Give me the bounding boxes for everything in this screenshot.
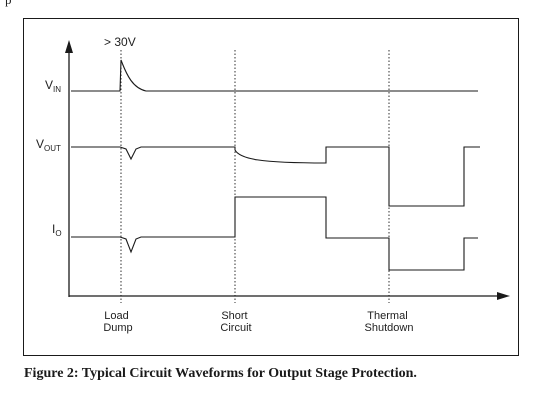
vin-waveform: [71, 59, 478, 92]
overvoltage-annotation: > 30V: [104, 35, 136, 49]
event-label-thermal-shutdown: Thermal Shutdown: [365, 310, 414, 334]
y-axis-arrow: [65, 40, 73, 53]
vout-waveform: [71, 146, 480, 207]
signal-label-io: IO: [52, 222, 62, 238]
figure-caption: Figure 2: Typical Circuit Waveforms for …: [24, 366, 417, 381]
io-waveform: [71, 196, 478, 271]
event-label-load-dump: Load Dump: [103, 310, 132, 334]
signal-label-vout: VOUT: [36, 137, 61, 153]
page-corner-mark: p: [5, 0, 12, 8]
x-axis-arrow: [497, 292, 510, 300]
figure-frame: [23, 18, 519, 356]
signal-label-vin: VIN: [45, 78, 61, 94]
event-label-short-circuit: Short Circuit: [220, 310, 251, 334]
